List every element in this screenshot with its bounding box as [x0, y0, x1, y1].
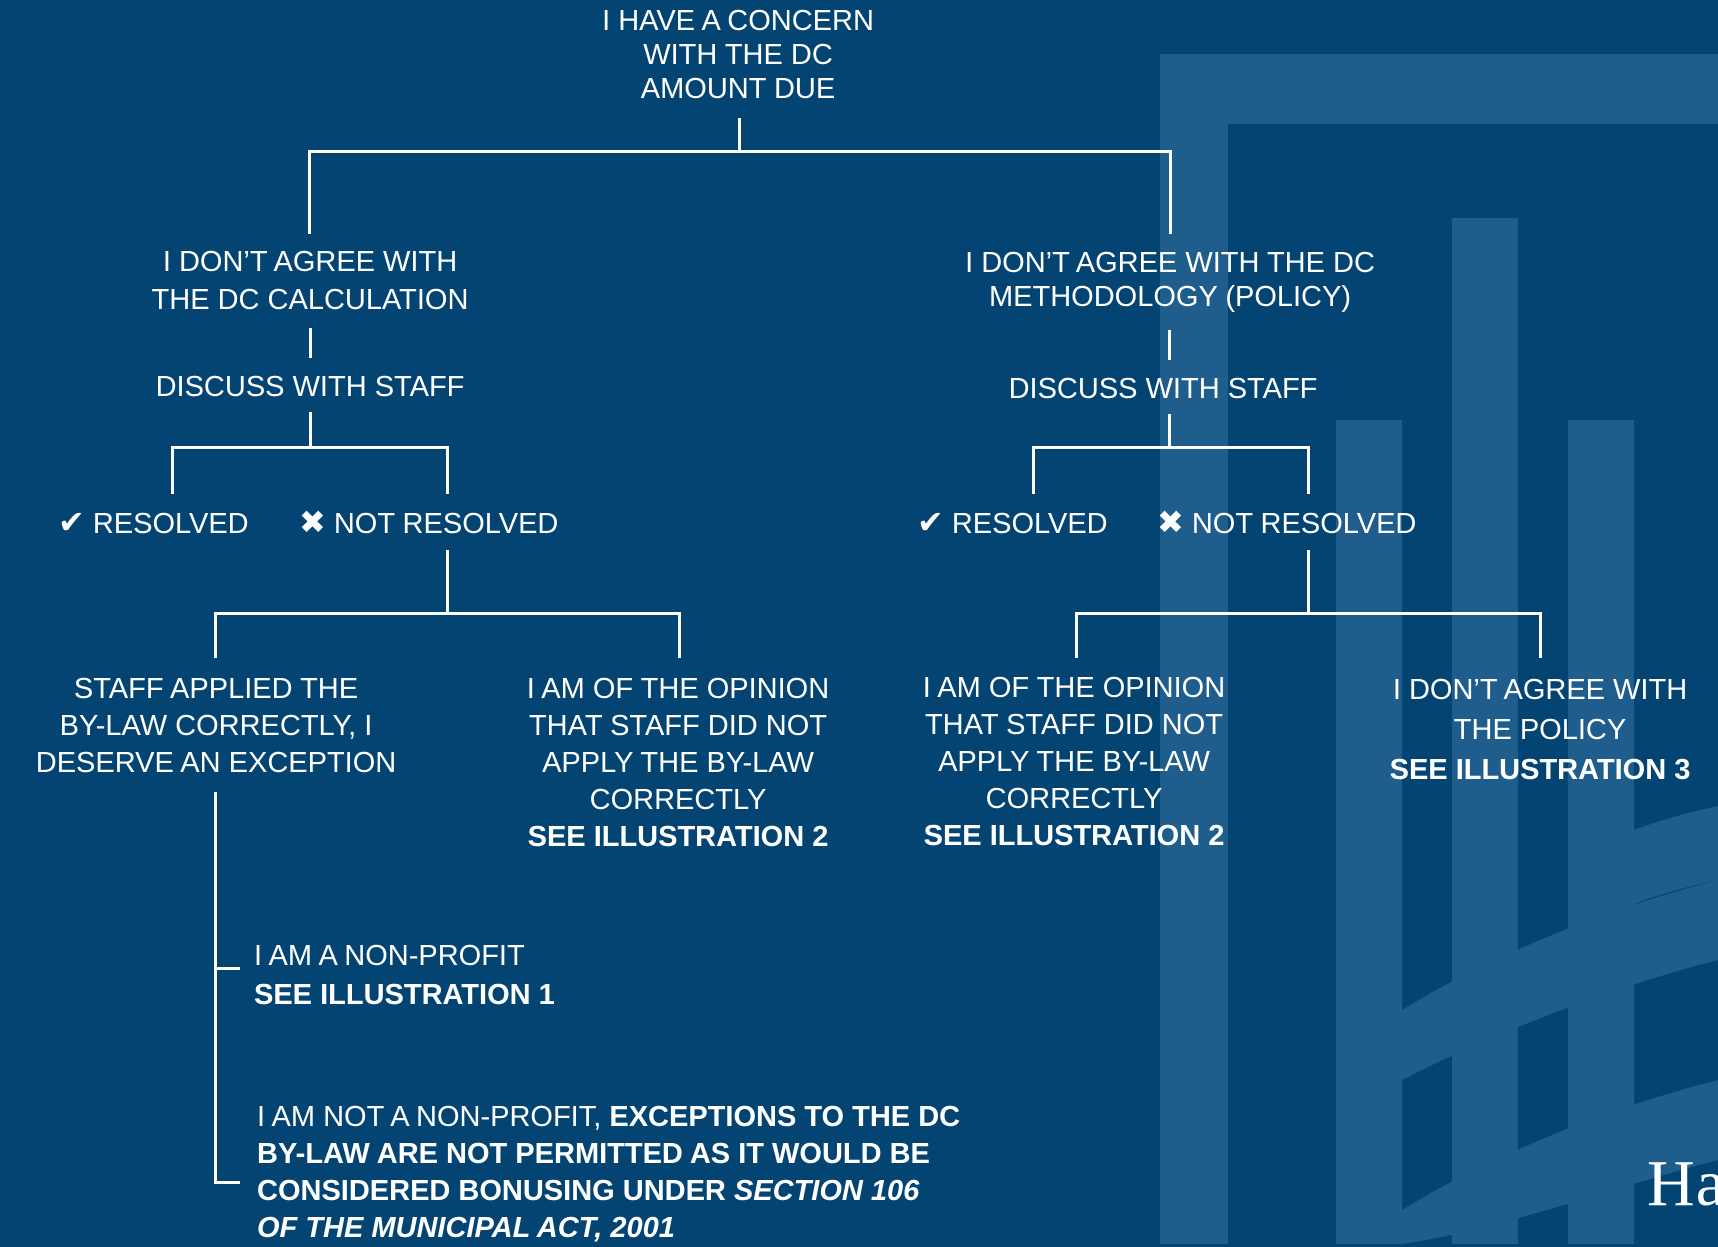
connector: [214, 612, 217, 658]
exception-line: BY-LAW CORRECTLY, I: [59, 710, 373, 742]
connector: [214, 967, 240, 970]
connector: [214, 612, 681, 615]
see-illustration-2-link[interactable]: SEE ILLUSTRATION 2: [923, 820, 1225, 852]
not-nonprofit-line-1: I AM NOT A NON-PROFIT, EXCEPTIONS TO THE…: [257, 1099, 960, 1136]
connector: [738, 118, 741, 152]
opinion-line: APPLY THE BY-LAW: [938, 746, 1210, 778]
connector: [1075, 612, 1542, 615]
opinion-line: CORRECTLY: [589, 784, 767, 816]
see-illustration-2-link[interactable]: SEE ILLUSTRATION 2: [527, 821, 829, 853]
connector: [1168, 330, 1171, 360]
right-not-resolved-status: ✖NOT RESOLVED: [1157, 505, 1416, 541]
right-title-line: METHODOLOGY (POLICY): [988, 281, 1352, 313]
connector: [1032, 446, 1310, 449]
policy-node: I DON’T AGREE WITH THE POLICY SEE ILLUST…: [1340, 670, 1718, 790]
opinion-line: I AM OF THE OPINION: [922, 672, 1226, 704]
opinion-line: APPLY THE BY-LAW: [542, 747, 814, 779]
connector: [1169, 150, 1172, 234]
not-nonprofit-node: I AM NOT A NON-PROFIT, EXCEPTIONS TO THE…: [257, 1099, 960, 1247]
not-nonprofit-bold: EXCEPTIONS TO THE DC: [609, 1101, 961, 1133]
connector: [446, 550, 449, 614]
connector: [1168, 414, 1171, 448]
see-illustration-3-link[interactable]: SEE ILLUSTRATION 3: [1389, 754, 1691, 786]
policy-line: I DON’T AGREE WITH: [1392, 674, 1688, 706]
not-nonprofit-line-3: CONSIDERED BONUSING UNDER SECTION 106: [257, 1173, 960, 1210]
connector: [214, 1181, 240, 1184]
left-resolved-label: RESOLVED: [92, 508, 249, 540]
connector: [309, 412, 312, 448]
exception-line: DESERVE AN EXCEPTION: [35, 747, 397, 779]
left-not-resolved-status: ✖NOT RESOLVED: [299, 505, 558, 541]
opinion-line: THAT STAFF DID NOT: [924, 709, 1224, 741]
connector: [446, 446, 449, 494]
right-resolved-label: RESOLVED: [951, 508, 1108, 540]
connector: [171, 446, 174, 494]
root-line: AMOUNT DUE: [640, 73, 836, 105]
not-nonprofit-prefix: I AM NOT A NON-PROFIT,: [257, 1101, 610, 1133]
root-concern: I HAVE A CONCERN WITH THE DC AMOUNT DUE: [578, 4, 898, 106]
connector: [308, 150, 1172, 153]
left-discuss-with-staff: DISCUSS WITH STAFF: [155, 371, 465, 403]
nonprofit-node: I AM A NON-PROFIT SEE ILLUSTRATION 1: [254, 937, 555, 1015]
right-opinion-node: I AM OF THE OPINION THAT STAFF DID NOT A…: [874, 670, 1274, 855]
cross-icon: ✖: [299, 504, 326, 540]
left-title-line: THE DC CALCULATION: [151, 284, 469, 316]
connector: [308, 150, 311, 234]
right-title-line: I DON’T AGREE WITH THE DC: [965, 247, 1375, 279]
checkmark-icon: ✔: [58, 504, 85, 540]
policy-line: THE POLICY: [1453, 714, 1627, 746]
opinion-line: I AM OF THE OPINION: [526, 673, 830, 705]
opinion-line: THAT STAFF DID NOT: [528, 710, 828, 742]
exception-node: STAFF APPLIED THE BY-LAW CORRECTLY, I DE…: [6, 671, 426, 782]
left-not-resolved-label: NOT RESOLVED: [333, 508, 559, 540]
connector: [678, 612, 681, 658]
connector: [1307, 446, 1310, 494]
not-nonprofit-bold: CONSIDERED BONUSING UNDER: [257, 1175, 734, 1207]
connector: [1539, 612, 1542, 658]
connector: [309, 328, 312, 358]
connector: [1032, 446, 1035, 494]
connector: [1307, 550, 1310, 614]
not-nonprofit-line-2: BY-LAW ARE NOT PERMITTED AS IT WOULD BE: [257, 1138, 930, 1170]
connector: [1075, 612, 1078, 658]
see-illustration-1-link[interactable]: SEE ILLUSTRATION 1: [254, 979, 555, 1011]
connector: [214, 792, 217, 1184]
hamilton-logo: Ha: [1647, 1147, 1718, 1220]
statute-reference: SECTION 106: [733, 1175, 920, 1207]
left-resolved-status: ✔RESOLVED: [58, 505, 249, 541]
statute-reference: OF THE MUNICIPAL ACT, 2001: [257, 1212, 675, 1244]
connector: [171, 446, 449, 449]
left-title-line: I DON’T AGREE WITH: [162, 246, 458, 278]
nonprofit-text: I AM A NON-PROFIT: [254, 940, 525, 972]
right-resolved-status: ✔RESOLVED: [917, 505, 1108, 541]
opinion-line: CORRECTLY: [985, 783, 1163, 815]
exception-line: STAFF APPLIED THE: [73, 673, 359, 705]
left-branch-title: I DON’T AGREE WITH THE DC CALCULATION: [110, 243, 510, 319]
cross-icon: ✖: [1157, 504, 1184, 540]
right-not-resolved-label: NOT RESOLVED: [1191, 508, 1417, 540]
right-discuss-with-staff: DISCUSS WITH STAFF: [1008, 373, 1318, 405]
root-line: I HAVE A CONCERN: [602, 5, 874, 37]
right-branch-title: I DON’T AGREE WITH THE DC METHODOLOGY (P…: [920, 246, 1420, 314]
left-opinion-node: I AM OF THE OPINION THAT STAFF DID NOT A…: [478, 671, 878, 856]
checkmark-icon: ✔: [917, 504, 944, 540]
root-line: WITH THE DC: [643, 39, 833, 71]
